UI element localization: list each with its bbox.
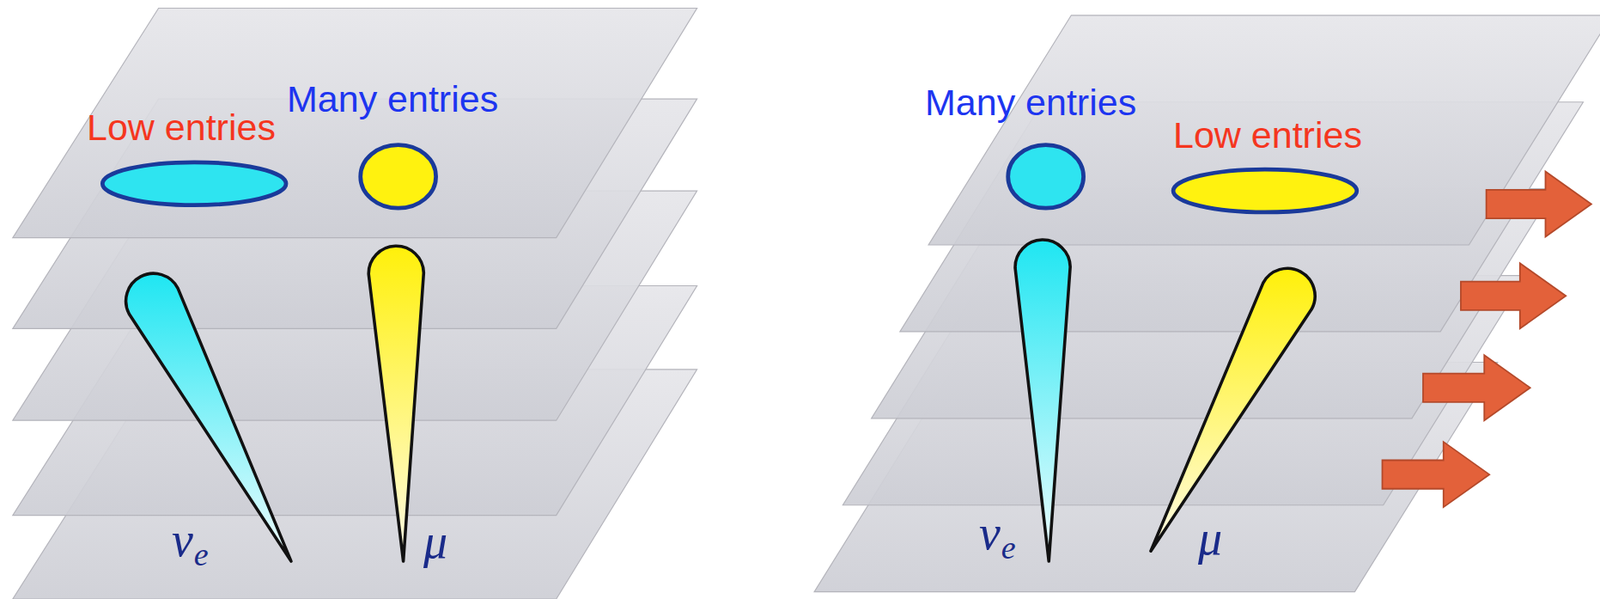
particle-symbol: μ <box>423 517 448 566</box>
annotation: Many entries <box>286 80 499 118</box>
detector-planes-left <box>12 7 698 599</box>
track-blob <box>360 145 437 209</box>
annotation: Many entries <box>924 84 1137 122</box>
particle-subscript: e <box>1001 530 1016 564</box>
electron-track <box>1015 239 1071 561</box>
muon-track <box>368 245 424 561</box>
motion-arrows <box>1382 170 1592 507</box>
electron-track <box>126 273 292 561</box>
particle-symbol: ν <box>171 515 194 564</box>
annotation: Low entries <box>86 109 276 147</box>
muon-track <box>1150 267 1315 551</box>
shower-blob <box>1173 169 1357 213</box>
particle-subscript: e <box>194 537 209 571</box>
particle-symbol: μ <box>1198 513 1223 562</box>
particle-symbol: ν <box>979 508 1001 557</box>
shower-blob <box>102 162 286 206</box>
annotation: Low entries <box>1173 116 1363 154</box>
detector-planes-right <box>814 15 1600 592</box>
track-blob <box>1008 145 1084 209</box>
